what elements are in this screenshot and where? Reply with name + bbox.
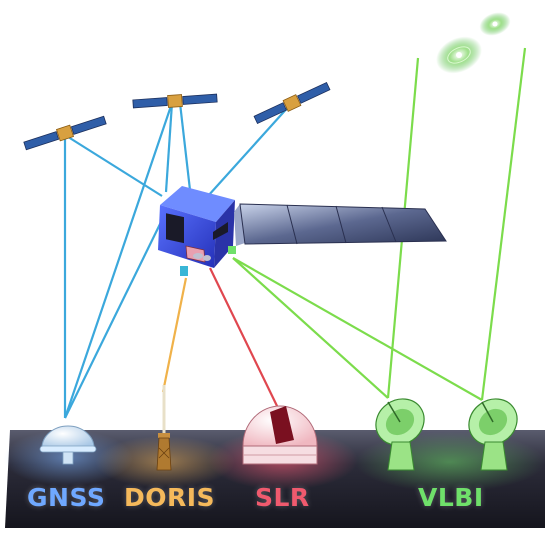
slr-observatory-icon <box>242 405 318 465</box>
gnss-satellite-icon <box>253 81 331 125</box>
gnss-links <box>63 102 291 419</box>
leo-satellite-icon <box>158 186 236 276</box>
vlbi-radio-telescope-icon <box>468 398 518 471</box>
slr-link <box>209 267 279 409</box>
doris-beacon-icon <box>156 385 172 471</box>
gnss-label: GNSS <box>27 483 106 512</box>
vlbi-links <box>232 47 527 401</box>
doris-link <box>161 277 188 393</box>
vlbi-radio-telescope-icon <box>375 398 425 471</box>
solar-panel-icon <box>234 203 447 246</box>
doris-label: DORIS <box>124 483 216 512</box>
gnss-satellite-icon <box>132 93 218 109</box>
gnss-satellite-icon <box>23 115 107 151</box>
slr-label: SLR <box>255 483 310 512</box>
vlbi-label: VLBI <box>418 483 484 512</box>
quasar-icon <box>479 12 511 36</box>
quasar-icon <box>436 36 482 74</box>
gnss-antenna-icon <box>39 425 97 465</box>
